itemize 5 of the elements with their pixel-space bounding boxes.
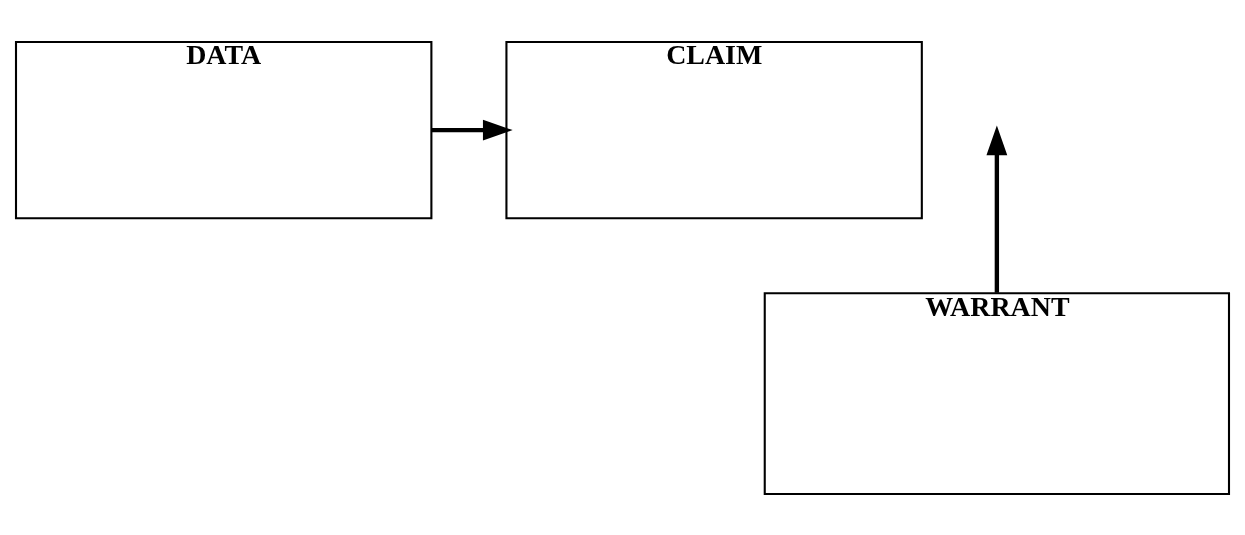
arrow (431, 119, 513, 141)
node-box: CLAIM (505, 40, 923, 219)
node-box: WARRANT (763, 291, 1231, 495)
arrow (986, 125, 1008, 293)
node-box: DATA (14, 40, 433, 219)
